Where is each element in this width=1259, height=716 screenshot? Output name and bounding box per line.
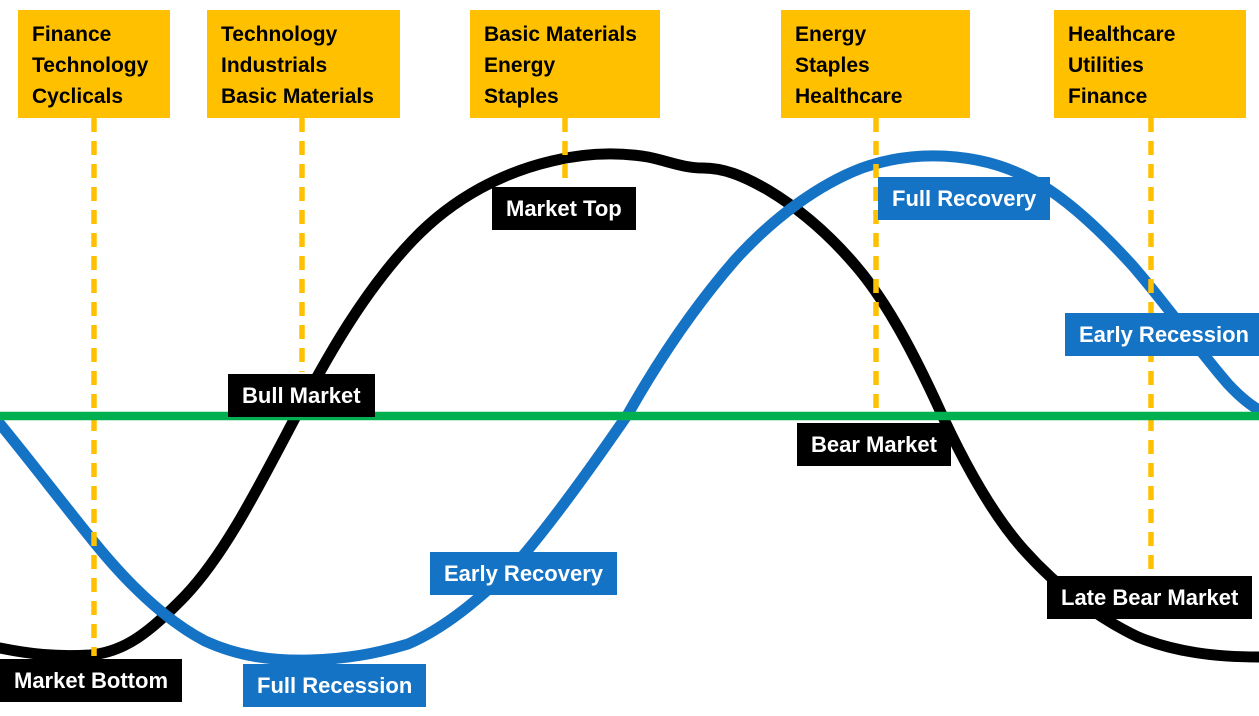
label-market-top: Market Top bbox=[492, 187, 636, 230]
sector-line: Technology bbox=[221, 23, 338, 46]
sector-line: Healthcare bbox=[1068, 23, 1176, 46]
sector-line: Energy bbox=[484, 54, 556, 77]
sector-box-3: Basic Materials Energy Staples bbox=[470, 10, 660, 118]
economic-cycle-curve bbox=[0, 150, 1259, 666]
label-early-recession: Early Recession bbox=[1065, 313, 1259, 356]
label-late-bear-market: Late Bear Market bbox=[1047, 576, 1253, 619]
label-bull-market: Bull Market bbox=[228, 374, 375, 417]
label-market-bottom: Market Bottom bbox=[0, 659, 183, 702]
sector-line: Basic Materials bbox=[221, 85, 374, 108]
sector-line: Healthcare bbox=[795, 85, 903, 108]
sector-box-2: Technology Industrials Basic Materials bbox=[207, 10, 400, 118]
sector-line: Technology bbox=[32, 54, 149, 77]
sector-line: Finance bbox=[1068, 85, 1148, 108]
market-cycle-curve bbox=[0, 148, 1259, 663]
label-bear-market: Bear Market bbox=[797, 423, 951, 466]
sector-box-4: Energy Staples Healthcare bbox=[781, 10, 970, 118]
sector-line: Energy bbox=[795, 23, 867, 46]
sector-line: Staples bbox=[795, 54, 870, 77]
sector-box-1: Finance Technology Cyclicals bbox=[18, 10, 170, 118]
label-full-recovery: Full Recovery bbox=[878, 177, 1051, 220]
sector-line: Basic Materials bbox=[484, 23, 637, 46]
sector-line: Cyclicals bbox=[32, 85, 124, 108]
sector-line: Utilities bbox=[1068, 54, 1144, 77]
sector-line: Industrials bbox=[221, 54, 328, 77]
sector-box-5: Healthcare Utilities Finance bbox=[1054, 10, 1246, 118]
label-early-recovery: Early Recovery bbox=[430, 552, 617, 595]
sector-line: Finance bbox=[32, 23, 112, 46]
sector-line: Staples bbox=[484, 85, 559, 108]
label-full-recession: Full Recession bbox=[243, 664, 427, 707]
